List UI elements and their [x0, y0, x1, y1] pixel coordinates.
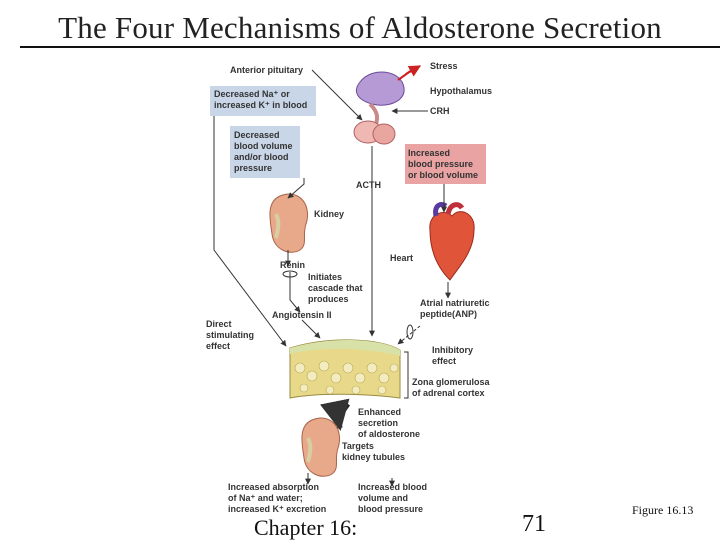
direct-stimulating-arrow [213, 116, 287, 347]
angiotensin-to-cortex-arrow [301, 319, 321, 339]
inhibitory-arrow [397, 325, 421, 345]
label-targets-1: Targets [342, 441, 374, 451]
label-bp-decrease-2: blood volume [234, 141, 293, 151]
heart-icon [429, 201, 475, 281]
label-renin: Renin [280, 260, 305, 270]
label-direct-3: effect [206, 341, 230, 351]
stress-bolt-icon [397, 65, 422, 81]
label-acth: ACTH [356, 180, 381, 190]
label-hypothalamus: Hypothalamus [430, 86, 492, 96]
label-increased-blood-2: volume and [358, 493, 408, 503]
page-title: The Four Mechanisms of Aldosterone Secre… [58, 10, 662, 45]
kidney-tubules-icon [301, 417, 340, 477]
label-crh: CRH [430, 106, 450, 116]
label-absorption-2: of Na⁺ and water; [228, 493, 303, 503]
secretion-arrow [320, 398, 351, 431]
label-enhanced-3: of aldosterone [358, 429, 420, 439]
label-absorption-1: Increased absorption [228, 482, 319, 492]
label-zona-2: of adrenal cortex [412, 388, 485, 398]
pituitary-arrow [311, 69, 363, 121]
label-heart: Heart [390, 253, 413, 263]
label-increased-blood-3: blood pressure [358, 504, 423, 514]
label-enhanced-2: secretion [358, 418, 398, 428]
bp-increase-box [405, 144, 486, 184]
label-na-k-2: increased K⁺ in blood [214, 100, 307, 110]
label-stress: Stress [430, 61, 458, 71]
adrenal-cortex-icon [289, 339, 401, 399]
label-targets-2: kidney tubules [342, 452, 405, 462]
label-bp-decrease-1: Decreased [234, 130, 280, 140]
label-direct-2: stimulating [206, 330, 254, 340]
label-bp-increase-3: or blood volume [408, 170, 478, 180]
label-increased-blood-1: Increased blood [358, 482, 427, 492]
label-kidney: Kidney [314, 209, 344, 219]
label-anp-1: Atrial natriuretic [420, 298, 490, 308]
label-inhibitory-1: Inhibitory [432, 345, 473, 355]
label-bp-decrease-3: and/or blood [234, 152, 289, 162]
zona-bracket [404, 351, 409, 399]
label-bp-increase-1: Increased [408, 148, 450, 158]
renin-tick-icon [282, 270, 298, 278]
chapter-label: Chapter 16: [254, 515, 358, 540]
label-inhibitory-2: effect [432, 356, 456, 366]
kidney-icon [269, 193, 308, 253]
label-zona-1: Zona glomerulosa [412, 377, 491, 387]
bp-to-kidney-arrow [287, 178, 305, 199]
label-bp-decrease-4: pressure [234, 163, 272, 173]
na-k-box [210, 86, 316, 116]
anp-tick-icon [406, 324, 414, 340]
label-anp-2: peptide(ANP) [420, 309, 477, 319]
title-underline [20, 46, 720, 48]
label-na-k-1: Decreased Na⁺ or [214, 89, 290, 99]
page-number: 71 [522, 511, 546, 537]
renin-to-angiotensin-arrow [289, 272, 301, 313]
label-anterior-pituitary: Anterior pituitary [230, 65, 303, 75]
label-angiotensin: Angiotensin II [272, 310, 332, 320]
figure-label: Figure 16.13 [632, 503, 694, 517]
bp-decrease-box [230, 126, 300, 178]
label-initiates-2: cascade that [308, 283, 363, 293]
label-direct-1: Direct [206, 319, 232, 329]
label-enhanced-1: Enhanced [358, 407, 401, 417]
label-absorption-3: increased K⁺ excretion [228, 504, 326, 514]
hypothalamus-pituitary-icon [353, 71, 405, 145]
label-bp-increase-2: blood pressure [408, 159, 473, 169]
label-initiates-1: Initiates [308, 272, 342, 282]
label-initiates-3: produces [308, 294, 349, 304]
